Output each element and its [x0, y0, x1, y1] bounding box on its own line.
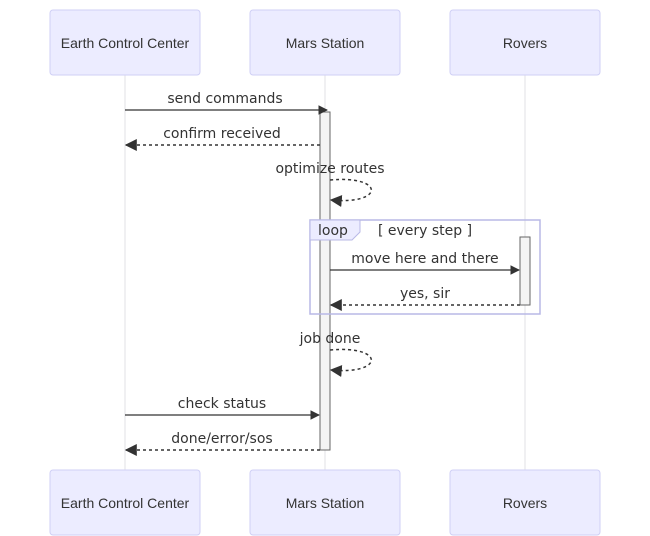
message-done-error-sos: done/error/sos	[124, 431, 320, 456]
message-move-here-and-there: move here and there	[330, 251, 520, 275]
actor-top-earth-label: Earth Control Center	[61, 35, 190, 51]
loop-label-tab	[309, 219, 361, 241]
message-done-error-sos-label: done/error/sos	[171, 431, 272, 447]
loop-keyword: loop	[318, 223, 348, 239]
actor-bottom-mars: Mars Station	[249, 469, 401, 536]
loop-frame	[309, 219, 541, 315]
actor-bottom-earth: Earth Control Center	[49, 469, 201, 536]
actor-top-mars-label: Mars Station	[286, 35, 365, 51]
loop-condition: [ every step ]	[378, 223, 472, 239]
arrow-optimize-routes	[329, 178, 373, 207]
message-move-here-and-there-label: move here and there	[351, 251, 498, 267]
loop-block: loop [ every step ]	[309, 219, 541, 315]
actor-top-rovers-label: Rovers	[503, 35, 547, 51]
actor-bottom-mars-label: Mars Station	[286, 495, 365, 511]
message-optimize-routes-label: optimize routes	[275, 161, 384, 177]
actor-top-rovers: Rovers	[449, 9, 601, 76]
message-confirm-received-label: confirm received	[163, 126, 281, 142]
message-job-done: job done	[299, 331, 373, 377]
message-send-commands-label: send commands	[167, 91, 282, 107]
message-check-status-label: check status	[178, 396, 266, 412]
message-yes-sir-label: yes, sir	[400, 286, 450, 302]
message-check-status: check status	[125, 396, 320, 420]
message-optimize-routes: optimize routes	[275, 161, 385, 207]
message-confirm-received: confirm received	[124, 126, 320, 151]
message-job-done-label: job done	[299, 331, 361, 347]
message-yes-sir: yes, sir	[329, 286, 520, 311]
actor-bottom-rovers: Rovers	[449, 469, 601, 536]
actor-top-mars: Mars Station	[249, 9, 401, 76]
activation-rovers	[519, 236, 531, 306]
arrow-job-done	[329, 348, 373, 377]
message-send-commands: send commands	[125, 91, 328, 115]
actor-bottom-earth-label: Earth Control Center	[61, 495, 190, 511]
actor-bottom-rovers-label: Rovers	[503, 495, 547, 511]
actor-top-earth: Earth Control Center	[49, 9, 201, 76]
